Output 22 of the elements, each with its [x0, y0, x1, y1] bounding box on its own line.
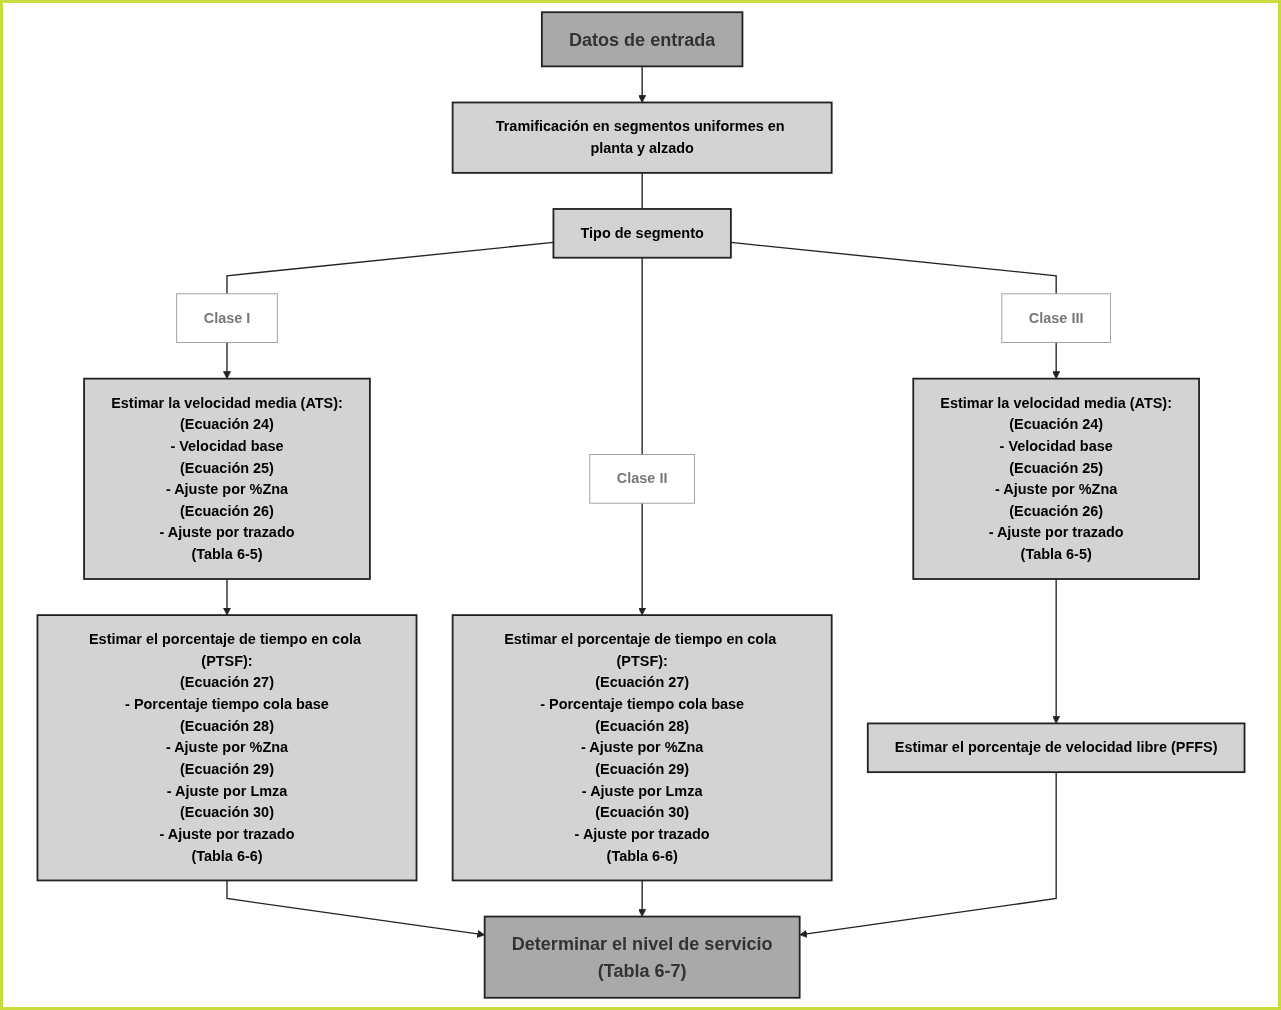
connector: [641, 172, 643, 210]
arrow: [637, 879, 646, 917]
arrow: [637, 65, 646, 103]
node-box: Determinar el nivel de servicio (Tabla 6-7): [483, 915, 801, 999]
arrow: [1051, 578, 1060, 724]
connector: [641, 257, 643, 456]
arrow: [1051, 341, 1060, 379]
node-box: Estimar el porcentaje de tiempo en cola (PTSF): (Ecuación 27) - Porcentaje tiempo cola base (Ecuación 28) - Ajuste por %Zna (Ecuación 29) - Ajuste por Lmza (Ecuación 30) - Ajuste por trazado (Tabla 6-6): [36, 614, 417, 882]
node-box: Clase I: [175, 293, 278, 343]
arrow: [637, 502, 646, 616]
node-box: Tipo de segmento: [552, 208, 732, 259]
node-box: Tramificación en segmentos uniformes en planta y alzado: [451, 101, 833, 174]
node-box: Datos de entrada: [540, 11, 743, 68]
node-box: Estimar el porcentaje de tiempo en cola (PTSF): (Ecuación 27) - Porcentaje tiempo cola base (Ecuación 28) - Ajuste por %Zna (Ecuación 29) - Ajuste por Lmza (Ecuación 30) - Ajuste por trazado (Tabla 6-6): [451, 614, 833, 882]
arrow: [222, 341, 231, 379]
arrow: [222, 578, 231, 616]
node-box: Clase III: [1000, 293, 1111, 343]
node-box: Estimar la velocidad media (ATS): (Ecuación 24) - Velocidad base (Ecuación 25) - Ajuste por %Zna (Ecuación 26) - Ajuste por trazado (Tabla 6-5): [911, 377, 1200, 580]
arrow: [225, 879, 485, 938]
node-box: Estimar la velocidad media (ATS): (Ecuación 24) - Velocidad base (Ecuación 25) - Ajuste por %Zna (Ecuación 26) - Ajuste por trazado (Tabla 6-5): [82, 377, 371, 580]
node-box: Estimar el porcentaje de velocidad libre (PFFS): [866, 722, 1245, 774]
node-box: Clase II: [588, 454, 695, 504]
